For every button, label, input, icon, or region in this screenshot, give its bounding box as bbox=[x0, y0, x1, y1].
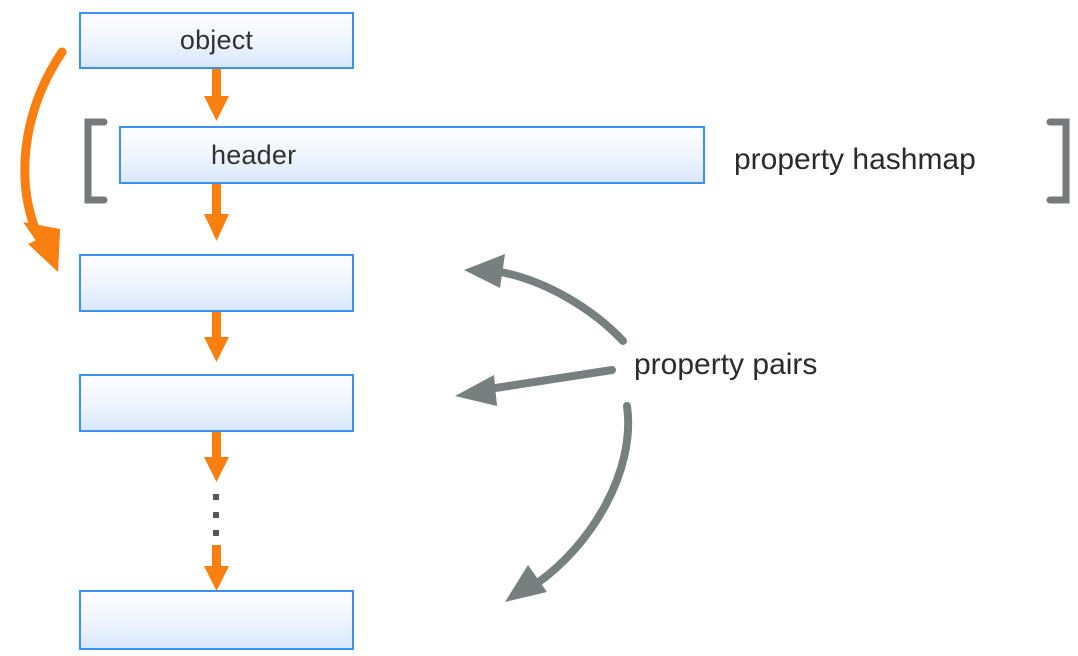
property-pair-box-2[interactable] bbox=[79, 374, 354, 432]
curved-orange-arrow-object-to-pair bbox=[20, 47, 67, 272]
gray-arrow-to-pair2 bbox=[455, 366, 616, 406]
bracket-open-icon bbox=[84, 118, 108, 204]
object-box[interactable]: object bbox=[79, 12, 354, 69]
vertical-ellipsis-dots bbox=[213, 494, 219, 536]
property-hashmap-label: property hashmap bbox=[734, 143, 976, 176]
header-hashmap-box[interactable]: header bbox=[119, 126, 705, 184]
bracket-close-icon bbox=[1046, 118, 1070, 204]
object-box-label: object bbox=[179, 25, 254, 55]
orange-arrow-header-to-pair1 bbox=[204, 184, 229, 241]
orange-arrow-pair2-to-ellipsis bbox=[204, 432, 229, 482]
gray-arrow-to-last-pair bbox=[505, 402, 633, 602]
orange-arrow-ellipsis-to-lastpair bbox=[204, 545, 229, 591]
gray-arrow-to-pair1 bbox=[464, 254, 627, 345]
orange-arrow-pair1-to-pair2 bbox=[204, 312, 229, 362]
property-pair-box-1[interactable] bbox=[79, 254, 354, 312]
header-box-label: header bbox=[211, 139, 297, 170]
orange-arrow-object-to-header bbox=[204, 69, 229, 121]
property-pair-box-last[interactable] bbox=[79, 590, 354, 650]
property-pairs-label: property pairs bbox=[634, 348, 818, 381]
